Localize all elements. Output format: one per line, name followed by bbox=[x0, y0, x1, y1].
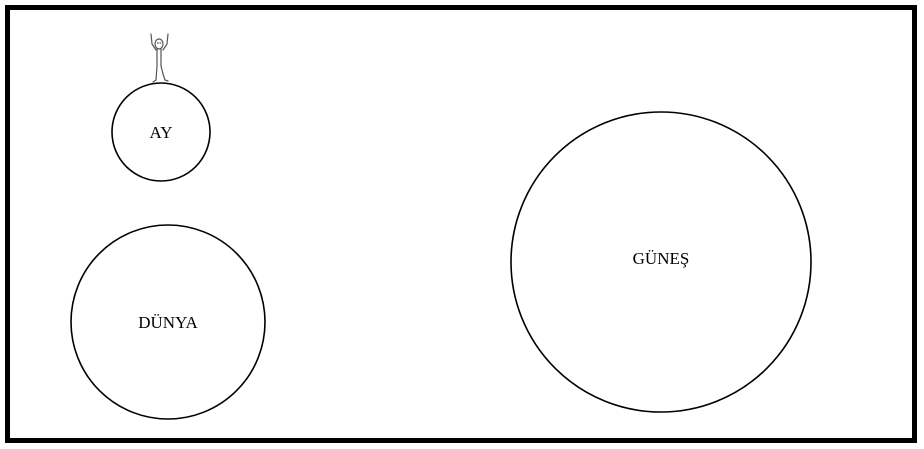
stick-figure-right-arm bbox=[163, 34, 168, 50]
stick-figure-icon bbox=[151, 34, 168, 82]
sun-body: GÜNEŞ bbox=[511, 112, 811, 412]
sun-label: GÜNEŞ bbox=[633, 249, 690, 268]
stick-figure-left-leg bbox=[153, 66, 157, 82]
moon-label: AY bbox=[150, 123, 173, 142]
earth-label: DÜNYA bbox=[138, 313, 198, 332]
stick-figure-right-leg bbox=[161, 66, 168, 81]
moon-body: AY bbox=[112, 83, 210, 181]
stick-figure-head bbox=[155, 39, 163, 49]
earth-body: DÜNYA bbox=[71, 225, 265, 419]
stick-figure-torso bbox=[157, 49, 161, 66]
